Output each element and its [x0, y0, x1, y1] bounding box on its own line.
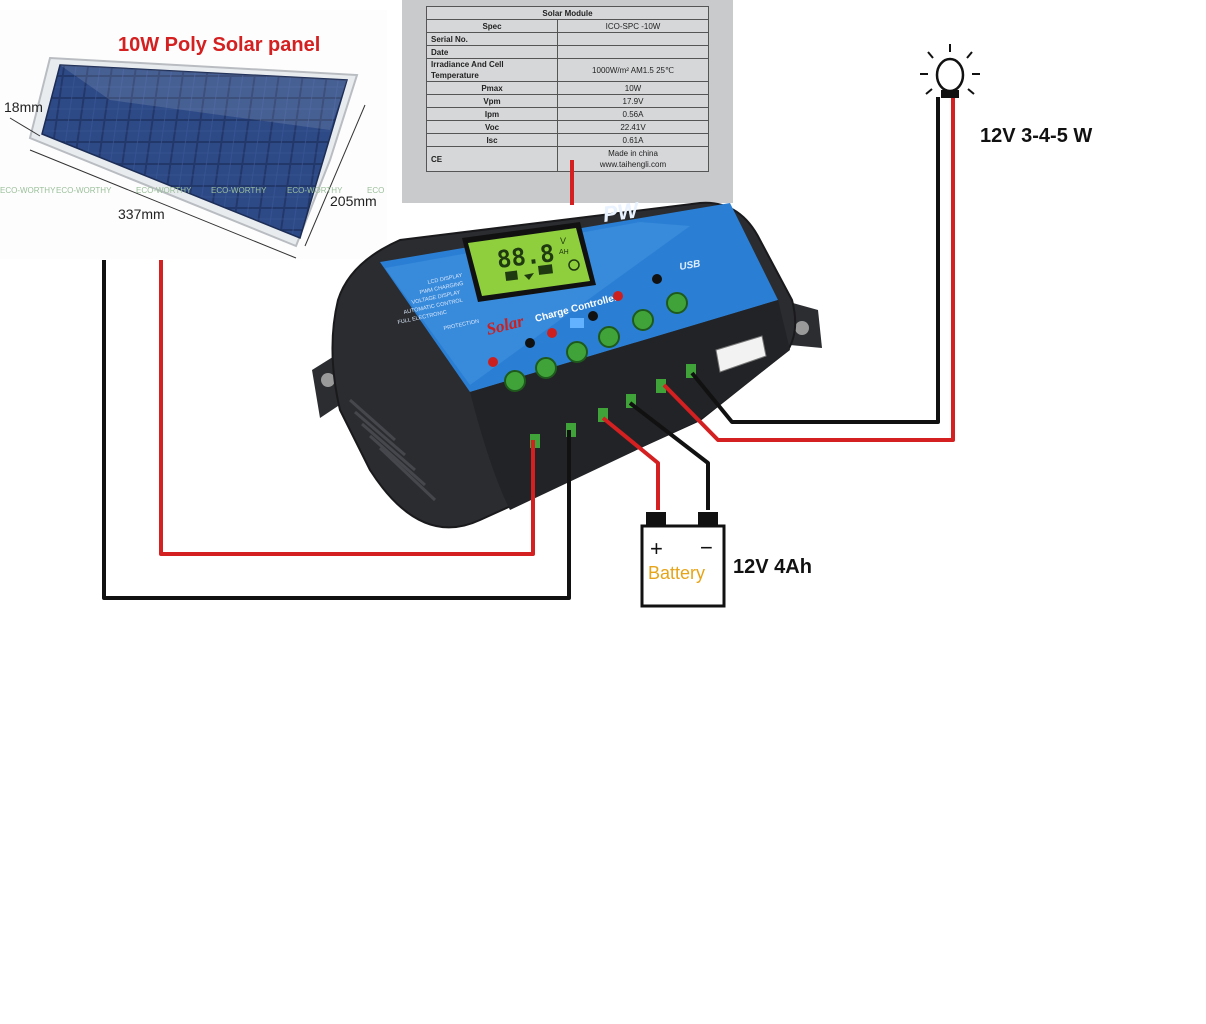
lcd-solar-icon: [505, 270, 519, 281]
brand-mark: ECO-WORTHY: [136, 186, 192, 195]
brand-mark: ECO-WORTHY: [211, 186, 267, 195]
mount-hole-right: [795, 321, 809, 335]
controller-brand: PW: [601, 197, 642, 227]
bulb-glass: [935, 57, 965, 93]
battery-negative-wire: [628, 401, 710, 510]
brand-mark: ECO-WORTHY: [287, 186, 343, 195]
lcd-arrow-icon: [524, 273, 534, 280]
panel-width-label: 205mm: [330, 193, 377, 209]
panel-thickness-label: 18mm: [4, 99, 43, 115]
brand-mark: ECO-WORTHY: [56, 186, 112, 195]
faceplate-shine: [385, 222, 690, 385]
usb-text: USB: [679, 258, 702, 273]
wires: [102, 97, 955, 600]
solar-panel-photo: 10W Poly Solar panel 18mm 337mm 205mm EC…: [0, 10, 387, 259]
lamp-negative-wire: [690, 97, 940, 424]
bulb-base: [941, 90, 959, 98]
panel-length-label: 337mm: [118, 206, 165, 222]
made-in-text: Made in china: [608, 149, 658, 158]
ce-mark: CE: [426, 146, 558, 172]
charge-controller: 88.8 V AH PW Solar Charge Controller USB…: [312, 197, 822, 529]
panel-negative-wire: [102, 260, 571, 600]
panel-title: 10W Poly Solar panel: [118, 34, 321, 56]
battery-body: [640, 524, 726, 608]
lcd-screen: [468, 228, 590, 296]
panel-positive-wire: [159, 260, 535, 556]
lamp-icon: [920, 44, 980, 98]
mount-hole-left: [321, 373, 335, 387]
light-rays: [920, 44, 980, 95]
battery-negative-terminal: [698, 512, 718, 526]
battery-rating: 12V 4Ah: [733, 556, 812, 578]
brand-mark: ECO-WORTHY: [0, 186, 56, 195]
polarity-markers: [488, 274, 662, 367]
terminal-screws: [504, 292, 688, 392]
website-text: www.taihengli.com: [599, 160, 667, 169]
battery-marker-icon: [570, 318, 584, 328]
lamp-rating: 12V 3-4-5 W: [980, 125, 1093, 147]
vent-grille: [349, 398, 437, 502]
table-row: Date: [426, 45, 709, 59]
lcd-unit-amphours: AH: [559, 249, 569, 256]
usb-port: [715, 335, 767, 373]
table-row: CE Made in china www.taihengli.com: [426, 146, 709, 172]
brand-mark: ECO: [367, 186, 385, 195]
solar-panel-drawing: [9, 56, 366, 259]
battery-positive-terminal: [646, 512, 666, 526]
lcd-bulb-icon: [568, 259, 580, 271]
lamp-positive-wire: [662, 97, 955, 442]
battery-minus-sign: −: [700, 535, 713, 560]
battery-positive-wire: [601, 416, 660, 510]
lcd-unit-volts: V: [560, 236, 566, 246]
battery-plus-sign: +: [650, 536, 663, 561]
battery-symbol: + −: [640, 512, 726, 608]
lcd-battery-icon: [537, 264, 553, 275]
battery-label: Battery: [648, 563, 706, 583]
